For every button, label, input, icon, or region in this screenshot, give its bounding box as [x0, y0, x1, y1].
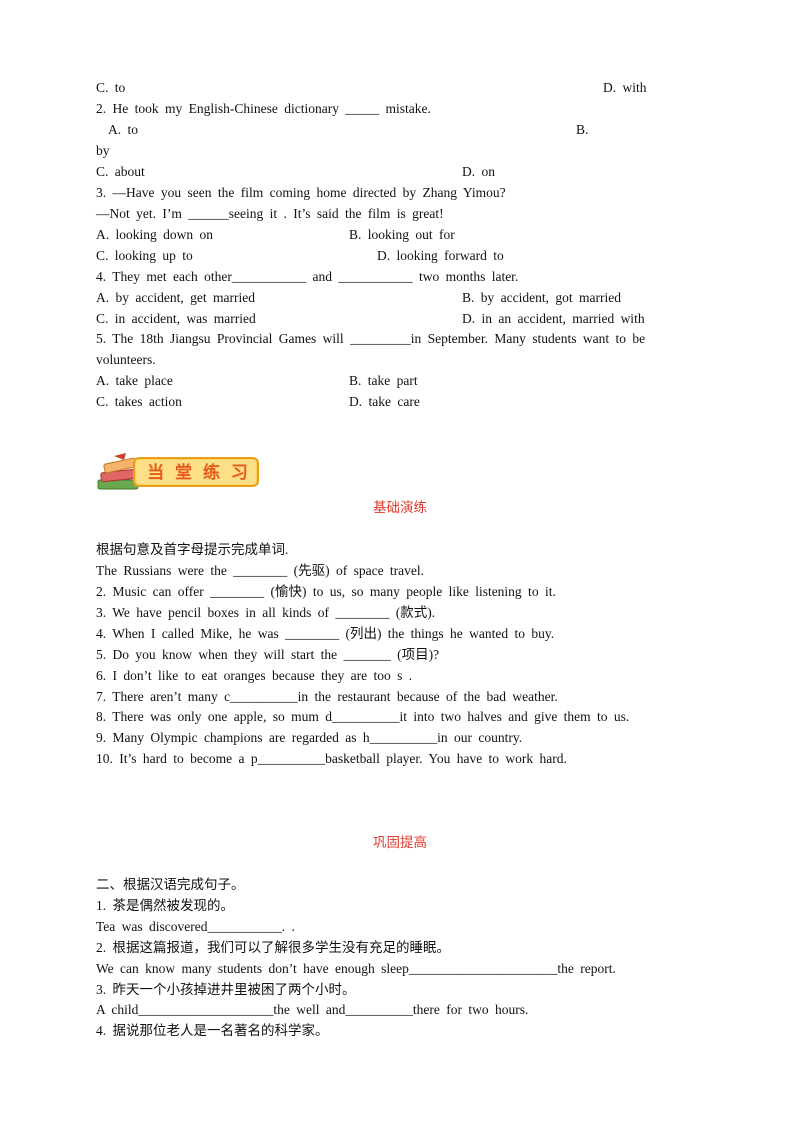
section1-instruction: 根据句意及首字母提示完成单词. — [96, 542, 289, 557]
q5-stem: 5. The 18th Jiangsu Provincial Games wil… — [96, 331, 646, 346]
q4-stem: 4. They met each other___________ and __… — [96, 269, 519, 284]
q4-option-b: B. by accident, got married — [462, 290, 621, 305]
translation-item-1-cn: 1. 茶是偶然被发现的。 — [96, 898, 234, 913]
q3-stem-2: —Not yet. I’m ______seeing it . It’s sai… — [96, 206, 444, 221]
q2-option-d: D. on — [462, 164, 495, 179]
exercise-item-8: 8. There was only one apple, so mum d___… — [96, 709, 630, 724]
classroom-practice-banner: 当 堂 练 习 — [96, 452, 261, 494]
q5-option-a: A. take place — [96, 373, 173, 388]
books-icon — [97, 453, 259, 490]
q2-option-b-text: by — [96, 143, 110, 158]
q2-stem: 2. He took my English-Chinese dictionary… — [96, 101, 431, 116]
section2-instruction: 二、根据汉语完成句子。 — [96, 877, 245, 892]
exercise-item-2: 2. Music can offer ________ (愉快) to us, … — [96, 584, 556, 599]
translation-item-4-cn: 4. 据说那位老人是一名著名的科学家。 — [96, 1023, 329, 1038]
q5-option-c: C. takes action — [96, 394, 182, 409]
q3-option-b: B. looking out for — [349, 227, 455, 242]
exercise-item-3: 3. We have pencil boxes in all kinds of … — [96, 605, 436, 620]
q5-stem-2: volunteers. — [96, 352, 156, 367]
q4-option-c: C. in accident, was married — [96, 311, 256, 326]
section-title-consolidate: 巩固提高 — [373, 835, 427, 850]
exercise-item-6: 6. I don’t like to eat oranges because t… — [96, 668, 413, 683]
banner-text: 当 堂 练 习 — [147, 463, 249, 483]
q4-option-a: A. by accident, get married — [96, 290, 255, 305]
q2-option-c: C. about — [96, 164, 145, 179]
translation-item-2-cn: 2. 根据这篇报道，我们可以了解很多学生没有充足的睡眠。 — [96, 940, 450, 955]
exercise-item-9: 9. Many Olympic champions are regarded a… — [96, 730, 523, 745]
exercise-item-1: The Russians were the ________ (先驱) of s… — [96, 563, 425, 578]
q2-option-a: A. to — [108, 122, 138, 137]
translation-item-2-en: We can know many students don’t have eno… — [96, 961, 616, 976]
q2-option-b: B. — [576, 122, 589, 137]
q1-option-c: C. to — [96, 80, 126, 95]
translation-item-3-en: A child____________________the well and_… — [96, 1002, 529, 1017]
q3-option-c: C. looking up to — [96, 248, 193, 263]
exercise-item-10: 10. It’s hard to become a p__________bas… — [96, 751, 567, 766]
q5-option-b: B. take part — [349, 373, 418, 388]
section-title-basic: 基础演练 — [373, 500, 427, 515]
q1-option-d: D. with — [603, 80, 647, 95]
exercise-item-7: 7. There aren’t many c__________in the r… — [96, 689, 558, 704]
exercise-item-5: 5. Do you know when they will start the … — [96, 647, 440, 662]
q3-stem: 3. —Have you seen the film coming home d… — [96, 185, 506, 200]
q3-option-a: A. looking down on — [96, 227, 213, 242]
translation-item-1-en: Tea was discovered___________. . — [96, 919, 295, 934]
exercise-item-4: 4. When I called Mike, he was ________ (… — [96, 626, 555, 641]
q5-option-d: D. take care — [349, 394, 420, 409]
q3-option-d: D. looking forward to — [377, 248, 504, 263]
q4-option-d: D. in an accident, married with — [462, 311, 645, 326]
translation-item-3-cn: 3. 昨天一个小孩掉进井里被困了两个小时。 — [96, 982, 356, 997]
